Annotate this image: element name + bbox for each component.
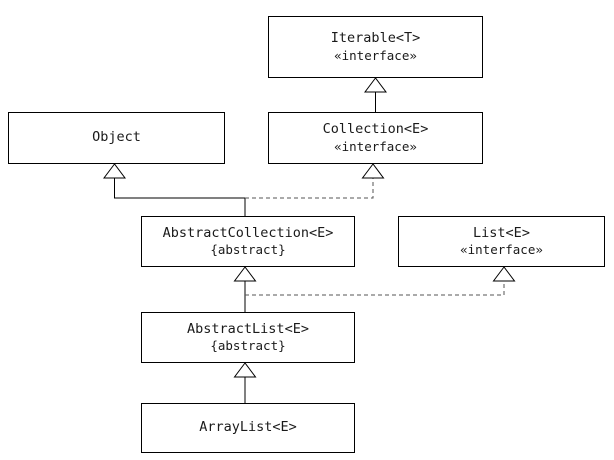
- class-name-abstractlist: AbstractList<E>: [187, 320, 309, 337]
- generalization-arrowhead-triangle: [233, 362, 257, 378]
- relation-abstractlist-implements-list: [245, 266, 516, 296]
- class-box-collection[interactable]: Collection<E> «interface»: [268, 112, 483, 164]
- realization-arrowhead-triangle: [492, 266, 516, 282]
- class-stereotype-abstractcollection: {abstract}: [210, 242, 286, 258]
- class-box-abstractcollection[interactable]: AbstractCollection<E> {abstract}: [141, 216, 355, 267]
- class-box-iterable[interactable]: Iterable<T> «interface»: [268, 16, 483, 78]
- class-stereotype-list: «interface»: [460, 242, 543, 258]
- realization-arrowhead-triangle: [361, 163, 385, 179]
- realization-line: [245, 281, 505, 296]
- generalization-arrowhead-triangle: [233, 266, 257, 282]
- relation-collection-extends-iterable: [364, 77, 387, 112]
- class-stereotype-iterable: «interface»: [334, 47, 417, 63]
- relation-arraylist-extends-abstractlist: [233, 362, 257, 403]
- class-name-list: List<E>: [473, 224, 530, 241]
- realization-line: [245, 178, 374, 199]
- relation-abstractlist-extends-abstractcollection: [233, 266, 257, 312]
- relation-abstractcollection-implements-collection: [245, 163, 385, 199]
- class-box-object[interactable]: Object: [8, 112, 225, 164]
- relation-abstractcollection-extends-object: [103, 163, 246, 216]
- class-name-object: Object: [92, 129, 141, 146]
- class-name-iterable: Iterable<T>: [330, 30, 421, 47]
- generalization-line: [114, 178, 246, 216]
- class-box-arraylist[interactable]: ArrayList<E>: [141, 403, 355, 453]
- class-box-abstractlist[interactable]: AbstractList<E> {abstract}: [141, 312, 355, 363]
- class-name-arraylist: ArrayList<E>: [199, 419, 297, 436]
- class-name-abstractcollection: AbstractCollection<E>: [162, 224, 334, 241]
- generalization-arrowhead-triangle: [103, 163, 126, 179]
- generalization-arrowhead-triangle: [364, 77, 387, 93]
- class-stereotype-collection: «interface»: [334, 138, 417, 154]
- class-name-collection: Collection<E>: [322, 121, 429, 138]
- class-stereotype-abstractlist: {abstract}: [210, 338, 286, 354]
- class-box-list[interactable]: List<E> «interface»: [398, 216, 605, 267]
